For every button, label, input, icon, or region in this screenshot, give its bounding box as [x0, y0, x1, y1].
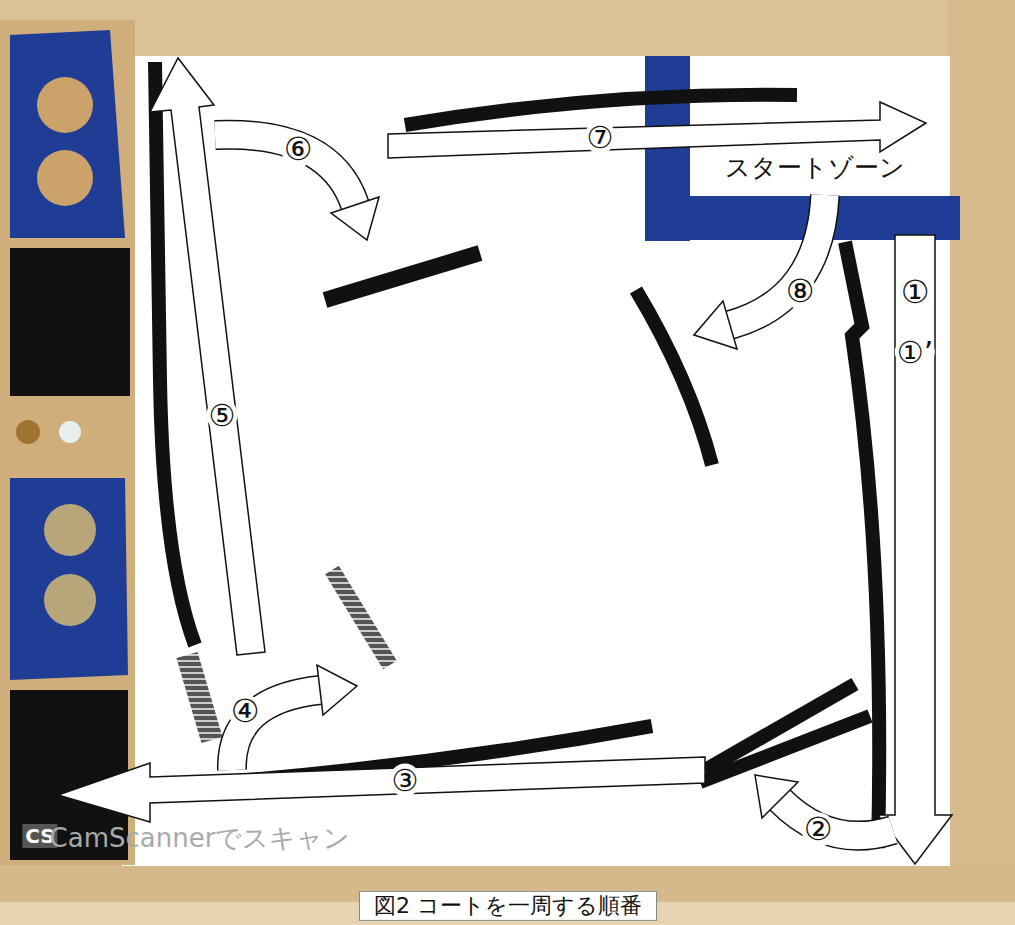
wood-disc: [44, 504, 96, 556]
blue-pocket: [10, 30, 125, 238]
wood-disc: [37, 150, 93, 206]
zone-label: スタートゾーン: [722, 154, 908, 182]
route-arrow: [730, 195, 825, 325]
line-tape: [325, 253, 480, 300]
wood-frame: [948, 0, 1015, 900]
route-arrow: [58, 757, 705, 822]
callout-number: ①: [899, 275, 932, 310]
screw: [16, 420, 40, 444]
route-arrow: [878, 235, 952, 864]
arrow-head: [317, 665, 357, 715]
line-tape: [845, 242, 879, 848]
wood-disc: [37, 77, 93, 133]
callout-number: ⑤: [207, 399, 238, 432]
screw: [59, 421, 81, 443]
callout-number: ③: [390, 764, 421, 797]
figure-caption: 図2 コートを一周する順番: [359, 891, 657, 921]
callout-number: ②: [802, 812, 835, 847]
arrow-head: [694, 301, 737, 349]
route-arrow: [780, 800, 893, 836]
line-tape: [700, 716, 870, 782]
route-arrow: [780, 800, 893, 836]
callout-number: ⑦: [585, 121, 616, 154]
wood-frame: [0, 0, 1015, 58]
callout-number: ⑧: [784, 274, 817, 309]
route-arrow: [388, 102, 926, 158]
hatched-tape: [332, 570, 390, 665]
side-panel: [0, 20, 135, 865]
callout-number: ④: [229, 694, 262, 729]
court-board: [122, 56, 950, 866]
start-zone-tape: [645, 196, 960, 240]
callout-number: ①’: [895, 336, 935, 369]
watermark: CamScannerでスキャン: [50, 824, 351, 853]
hatched-tape: [187, 655, 212, 740]
callout-number: ⑥: [282, 132, 315, 167]
arrow-head: [331, 197, 379, 240]
arrow-head: [755, 775, 798, 818]
route-arrow: [730, 195, 825, 325]
blue-pocket: [10, 478, 128, 680]
line-tape: [636, 290, 712, 465]
wood-disc: [44, 574, 96, 626]
black-pocket: [10, 248, 130, 396]
